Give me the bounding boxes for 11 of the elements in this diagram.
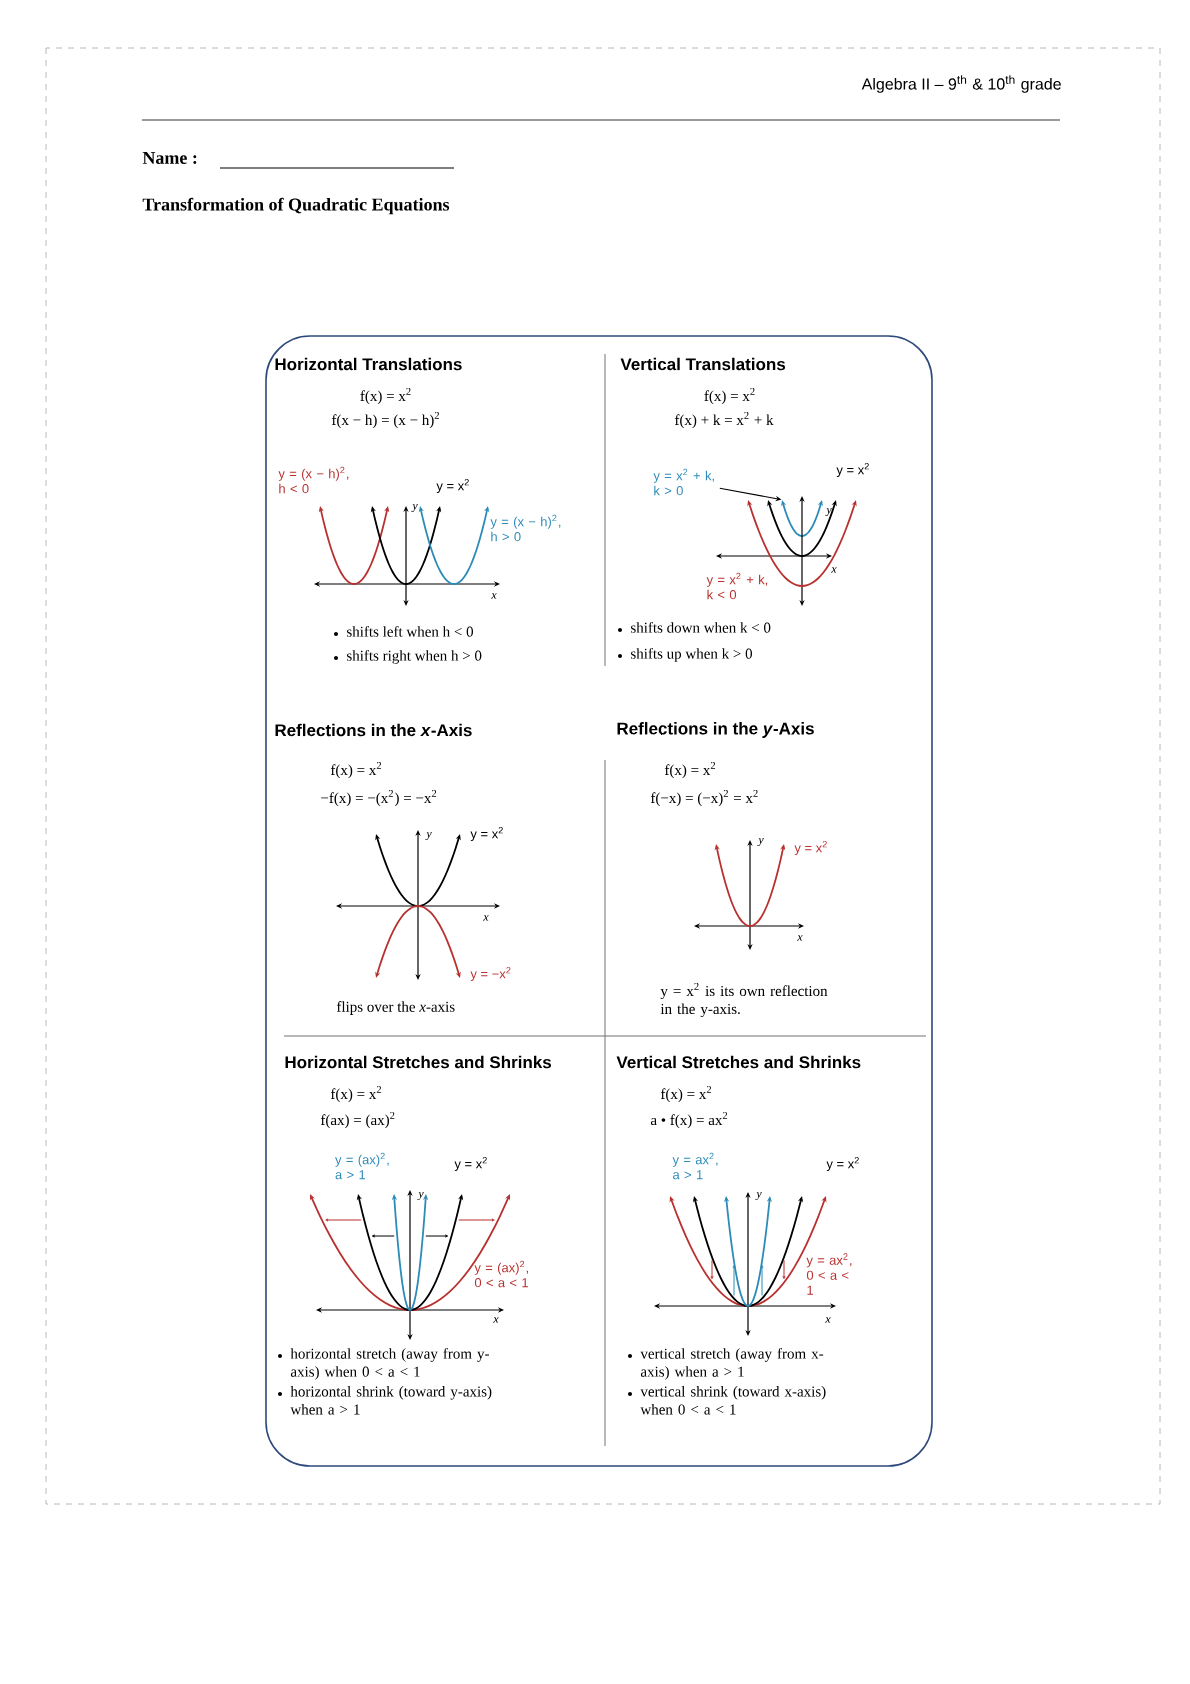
section-heading: Reflections in the y-Axis: [617, 722, 814, 738]
header-text: Algebra II – 9$^{th}$ & 10$^{th}$ grade: [861, 75, 1061, 93]
section-heading: Vertical Translations: [620, 357, 786, 371]
section-heading: Horizontal Translations: [275, 357, 462, 371]
section-heading: Vertical Stretches and Shrinks: [616, 1055, 861, 1069]
leader-line: [719, 487, 781, 501]
worksheet-title: Transformation of Quadratic Equations: [142, 197, 450, 215]
section-heading: Reflections in the x-Axis: [275, 723, 472, 737]
section-heading: Horizontal Stretches and Shrinks: [285, 1055, 551, 1069]
parabola: [781, 500, 823, 537]
name-label: Name :: [142, 151, 197, 164]
